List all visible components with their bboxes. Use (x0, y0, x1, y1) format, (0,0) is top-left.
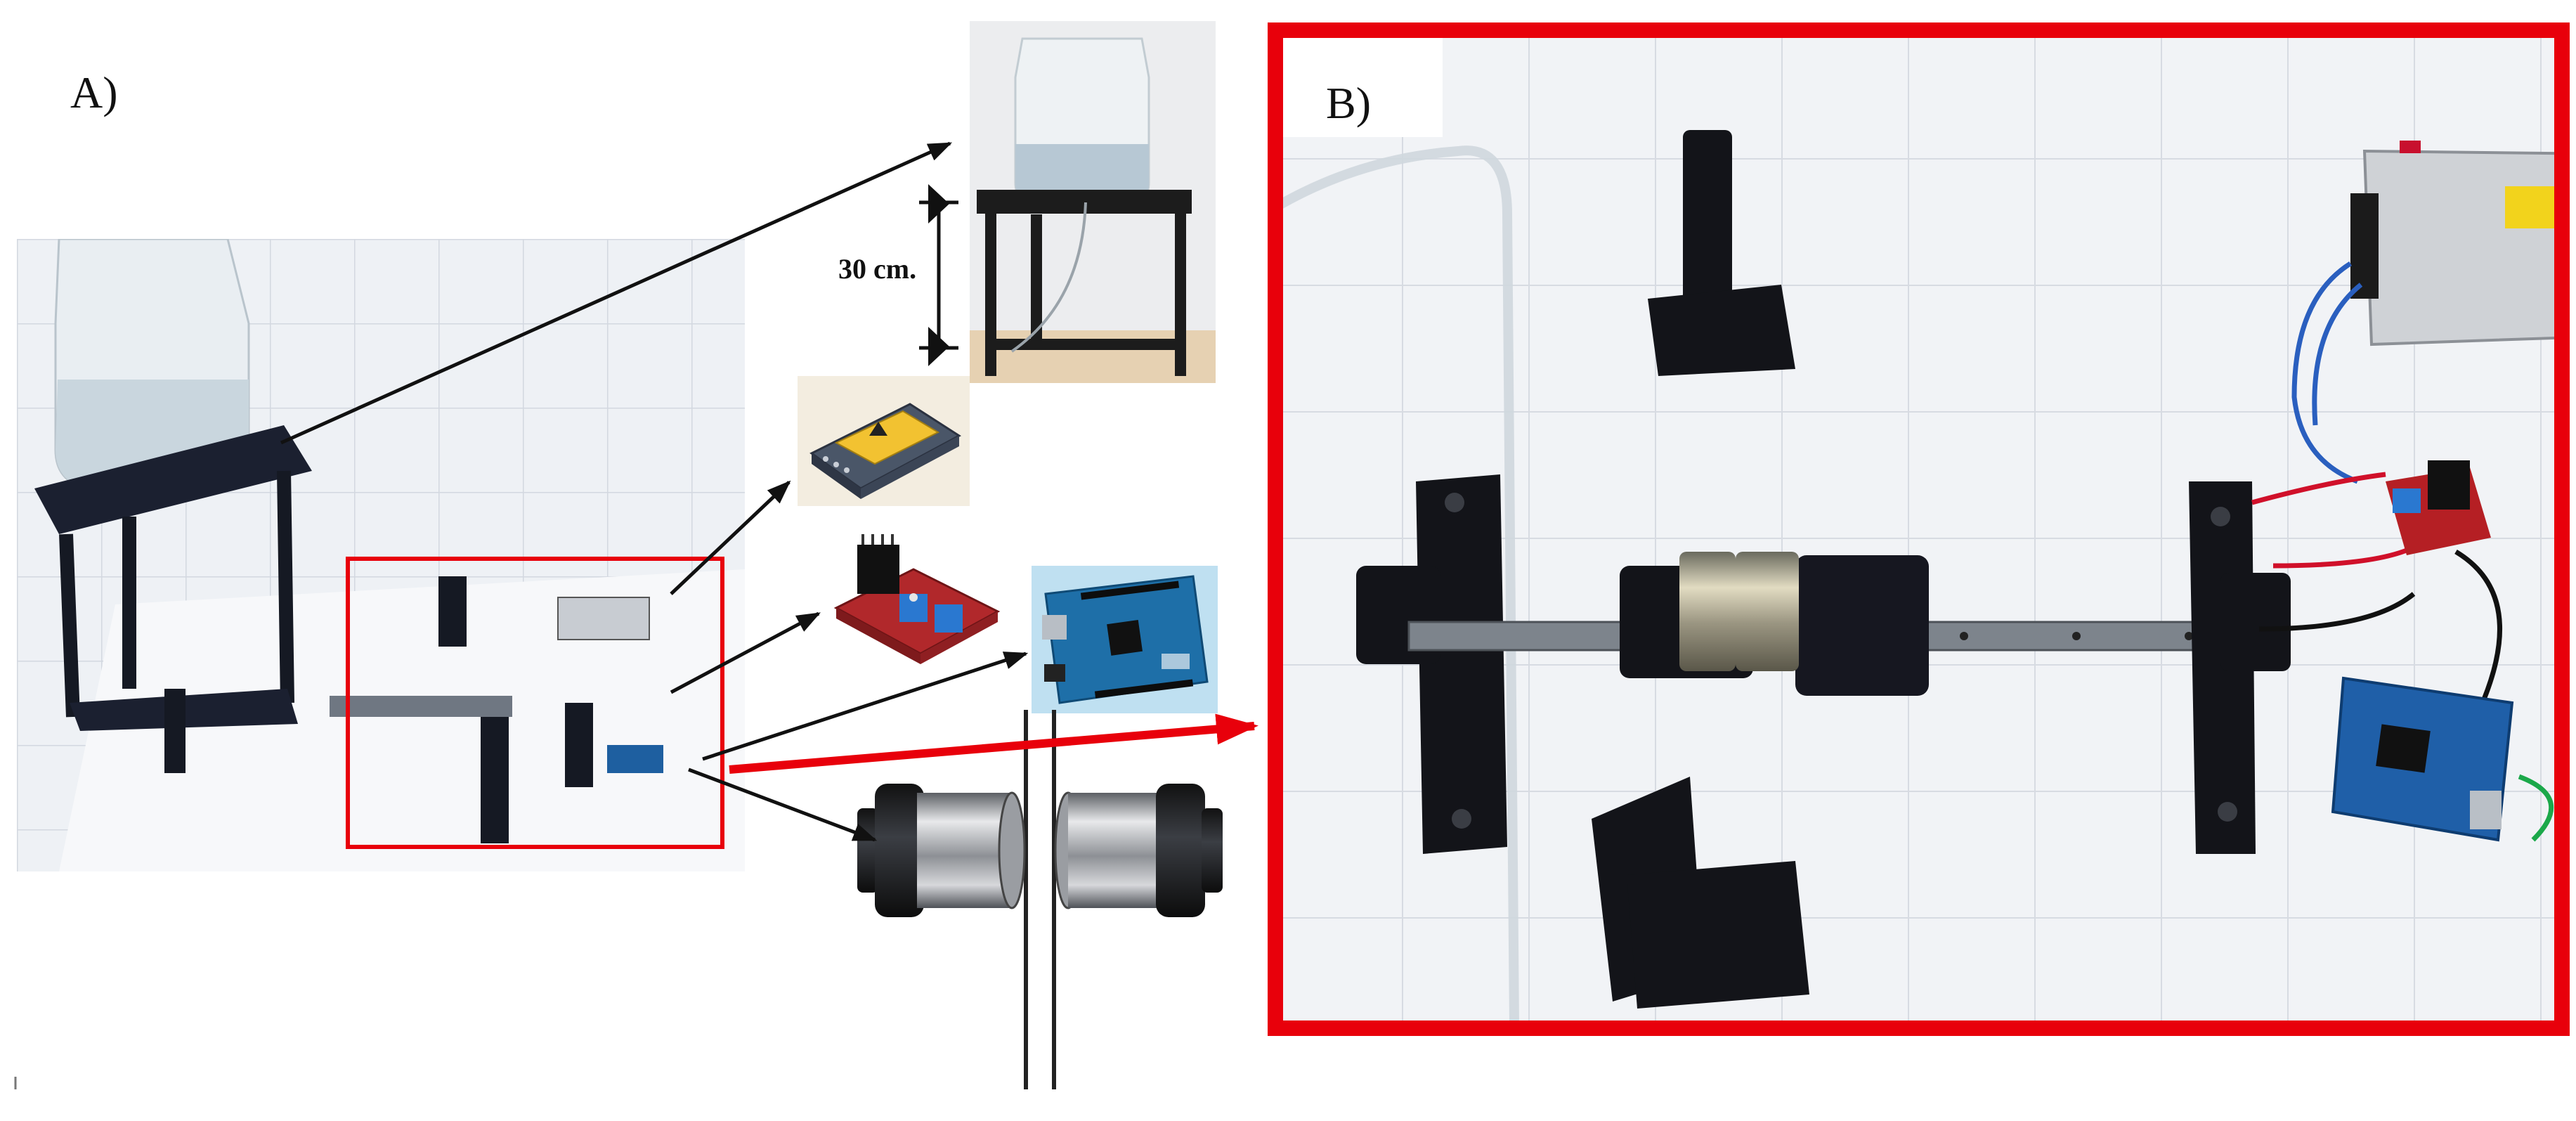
setup-overview-photo (17, 239, 745, 871)
arduino-board-icon (1032, 566, 1218, 713)
inset-magnet-pair (850, 710, 1244, 1103)
rig-detail-photo (1275, 32, 2561, 1026)
power-supply-unit (2350, 141, 2561, 346)
motor-driver-icon (833, 534, 1001, 664)
inset-arduino (1032, 566, 1218, 713)
arduino-mega-board (2331, 676, 2514, 842)
height-dimension-label: 30 cm. (838, 253, 917, 285)
inset-motor-driver (829, 531, 1001, 671)
panel-a-label: A) (70, 67, 118, 117)
height-dimension-line (919, 184, 958, 366)
magnet-right (1736, 552, 1799, 671)
magnet-left (1679, 552, 1736, 671)
water-bottle-icon (1014, 37, 1150, 204)
inset-power-supply (798, 376, 970, 506)
inset-water-bottle (970, 21, 1216, 383)
power-supply-icon (798, 376, 970, 506)
magnet-pair-icon (857, 710, 1223, 1089)
panel-b-label: B) (1326, 78, 1371, 128)
